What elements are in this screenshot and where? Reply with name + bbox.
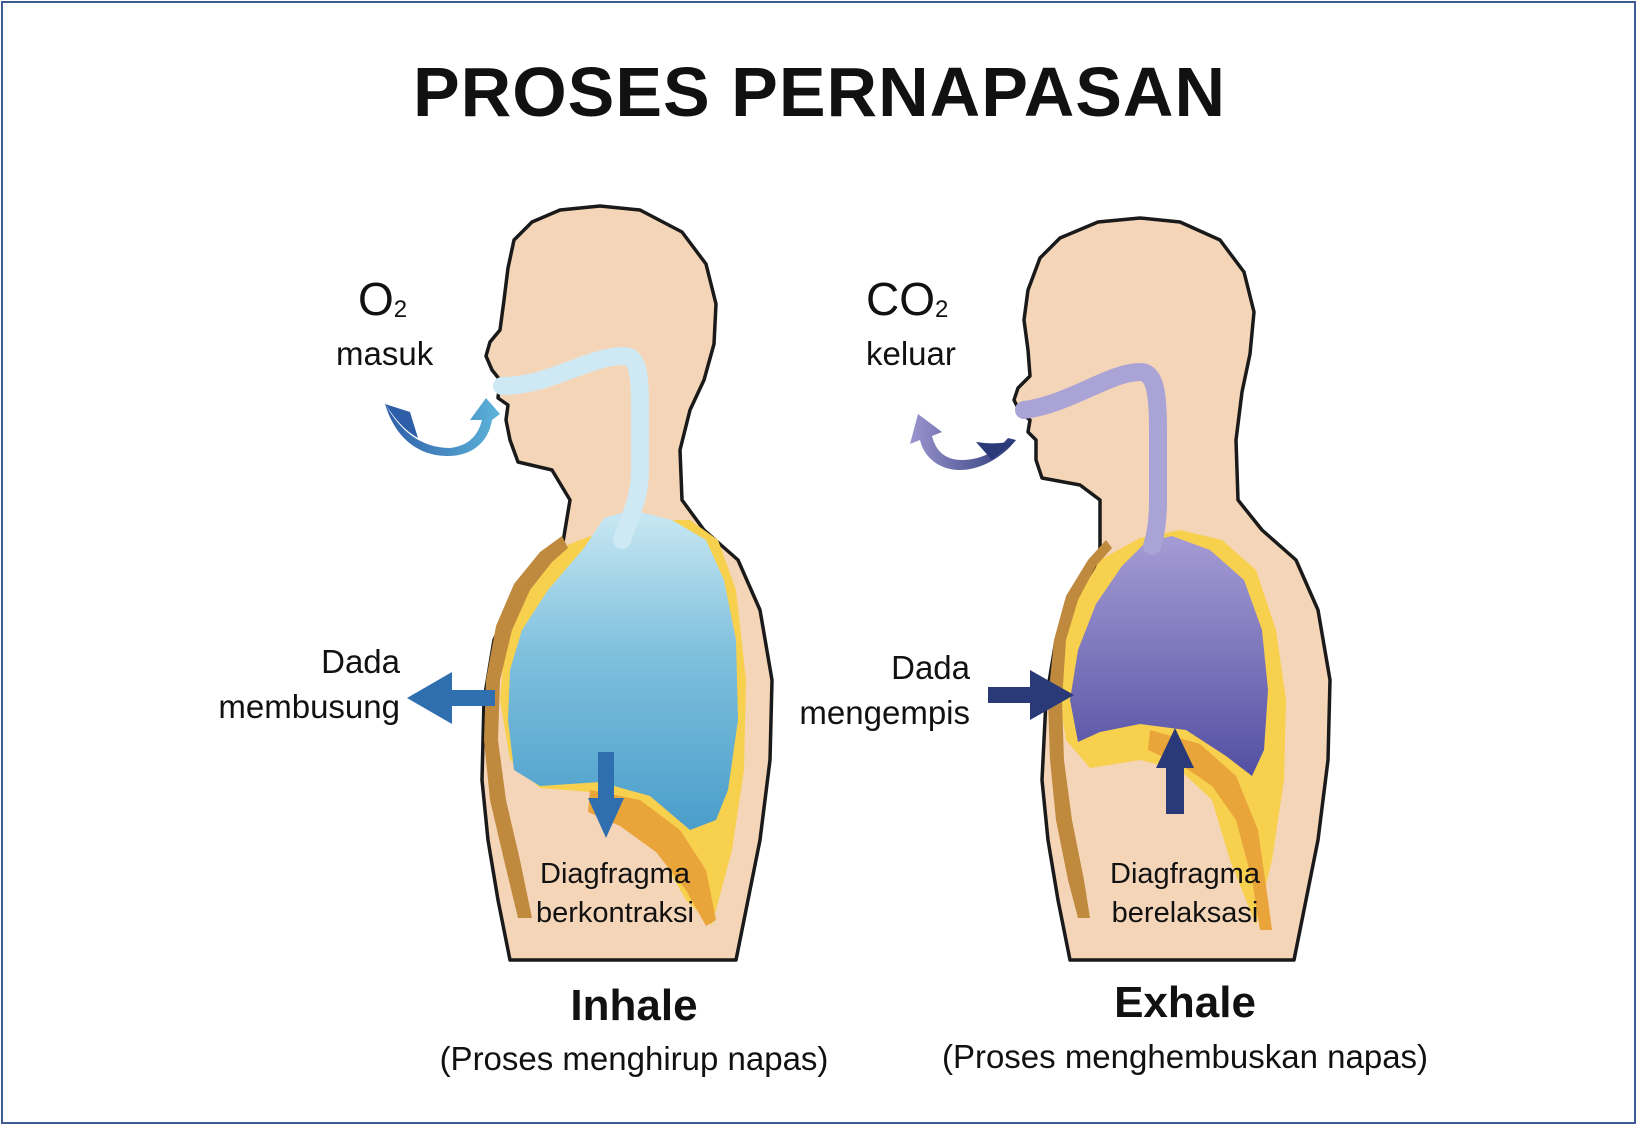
inhale-lung (508, 510, 738, 830)
exhale-rib-muscle (1048, 540, 1112, 918)
exhale-caption-subtitle: (Proses menghembuskan napas) (941, 1038, 1429, 1075)
exhale-chest-label-line1: Dada (891, 649, 970, 686)
inhale-caption-subtitle: (Proses menghirup napas) (439, 1040, 829, 1077)
exhale-airway (1015, 362, 1167, 555)
inhale-chest-label-line1: Dada (321, 643, 400, 680)
exhale-air-arrow-tail (976, 440, 1016, 460)
inhale-air-arrow (385, 398, 500, 456)
inhale-figure (480, 204, 774, 962)
exhale-gas-action: keluar (866, 335, 956, 372)
exhale-gas-subscript: 2 (935, 296, 949, 323)
exhale-gas-formula: CO (866, 273, 935, 325)
exhale-diaphragm-line2: berelaksasi (1111, 897, 1259, 929)
inhale-diaphragm-arrow (588, 752, 624, 838)
exhale-diaphragm-arrow (1156, 728, 1194, 814)
inhale-gas-formula: O (358, 273, 394, 325)
inhale-airway (493, 346, 649, 549)
exhale-chest-label-line2: mengempis (799, 694, 970, 731)
exhale-lung (1070, 536, 1268, 776)
inhale-diaphragm-line1: Diagfragma (540, 858, 690, 890)
inhale-caption-title: Inhale (570, 981, 698, 1030)
exhale-air-arrow (910, 414, 1016, 470)
exhale-caption-title: Exhale (1114, 978, 1256, 1027)
exhale-chest-arrow (988, 670, 1074, 720)
exhale-diaphragm-line1: Diagfragma (1110, 858, 1260, 890)
exhale-diaphragm-muscle (1148, 730, 1272, 930)
inhale-gas-label: O2 (358, 272, 407, 326)
inhale-rib-muscle (484, 536, 568, 918)
inhale-gas-action: masuk (336, 335, 434, 372)
inhale-diaphragm-line2: berkontraksi (536, 897, 694, 929)
inhale-chest-label-line2: membusung (218, 688, 400, 725)
inhale-gas-subscript: 2 (393, 296, 408, 323)
exhale-gas-label: CO2 (866, 272, 948, 326)
exhale-figure (1012, 216, 1332, 962)
inhale-diaphragm-muscle (588, 790, 716, 926)
page-title: PROSES PERNAPASAN (412, 53, 1227, 131)
inhale-air-arrow-tail (385, 404, 418, 438)
inhale-chest-arrow (407, 672, 495, 724)
